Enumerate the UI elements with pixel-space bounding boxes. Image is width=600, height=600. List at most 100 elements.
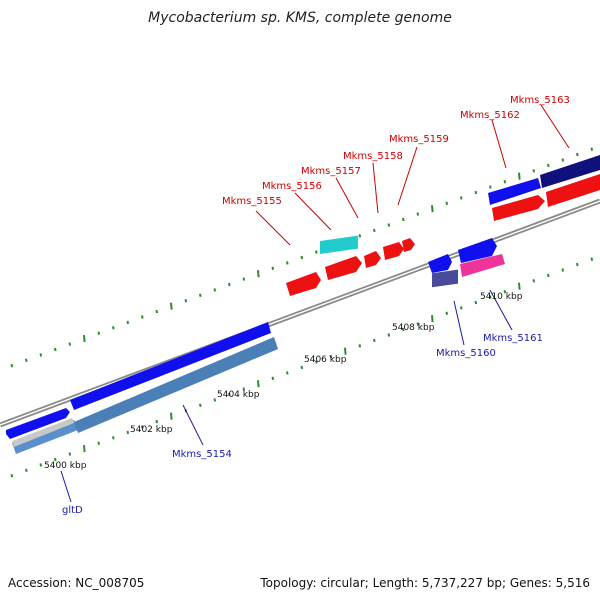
- tick-mark: [242, 387, 246, 391]
- tick-mark: [358, 234, 362, 238]
- cds-block[interactable]: [402, 238, 415, 252]
- gene-label-mkms-5162[interactable]: Mkms_5162: [460, 110, 520, 121]
- tick-mark: [576, 262, 579, 267]
- cds-block[interactable]: [540, 155, 600, 188]
- tick-mark: [213, 288, 217, 292]
- tick-mark: [170, 412, 173, 420]
- tick-mark: [25, 468, 28, 472]
- tick-mark: [170, 302, 173, 310]
- tick-mark: [431, 315, 434, 323]
- tick-mark: [126, 320, 130, 325]
- scale-label: 5402 kbp: [130, 425, 173, 435]
- tick-mark: [532, 169, 536, 173]
- tick-mark: [155, 419, 159, 424]
- tick-mark: [315, 250, 318, 254]
- tick-mark: [547, 273, 550, 278]
- tick-mark: [300, 365, 304, 370]
- gene-label-mkms-5161[interactable]: Mkms_5161: [483, 333, 543, 344]
- tick-mark: [228, 282, 231, 287]
- tick-rows: [10, 147, 594, 478]
- cds-block[interactable]: [492, 195, 545, 221]
- gene-label-mkms-5158[interactable]: Mkms_5158: [343, 151, 403, 162]
- gene-labels: gltD Mkms_5154 Mkms_5155 Mkms_5156 Mkms_…: [62, 95, 570, 516]
- tick-mark: [68, 452, 72, 456]
- scale-label: 5410 kbp: [480, 292, 523, 302]
- tick-mark: [141, 315, 144, 319]
- cds-block[interactable]: [74, 337, 278, 433]
- cds-block[interactable]: [428, 254, 452, 273]
- tick-mark: [489, 295, 492, 299]
- tick-mark: [39, 353, 43, 357]
- cds-block[interactable]: [458, 238, 497, 263]
- cds-block[interactable]: [320, 235, 358, 255]
- tick-mark: [213, 398, 217, 402]
- feature-blocks: [6, 155, 600, 454]
- tick-mark: [141, 425, 144, 429]
- cds-block[interactable]: [6, 408, 70, 439]
- tick-mark: [83, 445, 86, 453]
- tick-mark: [489, 185, 492, 189]
- cds-block[interactable]: [383, 242, 404, 260]
- tick-mark: [387, 333, 391, 337]
- tick-mark: [402, 217, 405, 222]
- gene-label-mkms-5156[interactable]: Mkms_5156: [262, 181, 322, 192]
- gene-label-mkms-5155[interactable]: Mkms_5155: [222, 196, 282, 207]
- cds-block[interactable]: [286, 272, 321, 296]
- tick-mark: [518, 172, 521, 180]
- cds-block[interactable]: [12, 420, 78, 454]
- cds-block[interactable]: [546, 174, 600, 207]
- tick-mark: [25, 358, 28, 362]
- cds-block[interactable]: [325, 256, 362, 280]
- tick-mark: [286, 371, 289, 375]
- tick-mark: [228, 392, 231, 397]
- tick-mark: [402, 327, 405, 332]
- gene-label-mkms-5159[interactable]: Mkms_5159: [389, 134, 449, 145]
- genome-summary-text: Topology: circular; Length: 5,737,227 bp…: [260, 576, 590, 590]
- tick-mark: [54, 347, 57, 352]
- gene-label-mkms-5163[interactable]: Mkms_5163: [510, 95, 570, 106]
- tick-mark: [387, 223, 391, 227]
- scale-label: 5404 kbp: [217, 390, 260, 400]
- tick-mark: [576, 152, 579, 157]
- tick-mark: [561, 268, 565, 272]
- tick-mark: [184, 299, 188, 303]
- tick-mark: [373, 228, 376, 233]
- gene-label-mkms-5157[interactable]: Mkms_5157: [301, 166, 361, 177]
- tick-mark: [286, 261, 289, 265]
- tick-mark: [503, 290, 507, 294]
- tick-mark: [416, 322, 420, 326]
- tick-mark: [112, 436, 115, 440]
- gene-label-mkms-5154[interactable]: Mkms_5154: [172, 449, 232, 460]
- tick-mark: [503, 180, 507, 184]
- cds-block[interactable]: [432, 269, 458, 288]
- gene-label-mkms-5160[interactable]: Mkms_5160: [436, 348, 496, 359]
- accession-text: Accession: NC_008705: [8, 576, 145, 590]
- cds-block[interactable]: [488, 178, 541, 205]
- cds-block[interactable]: [12, 418, 74, 447]
- tick-mark: [300, 255, 304, 260]
- tick-mark: [257, 270, 260, 278]
- tick-mark: [155, 309, 159, 314]
- tick-mark: [97, 331, 101, 335]
- scale-label: 5400 kbp: [44, 461, 87, 471]
- tick-mark: [83, 335, 86, 343]
- cds-block[interactable]: [364, 251, 381, 268]
- tick-mark: [344, 347, 347, 355]
- tick-mark: [10, 364, 14, 368]
- scale-label: 5408 kbp: [392, 323, 435, 333]
- tick-mark: [373, 338, 376, 343]
- gene-label-gltD[interactable]: gltD: [62, 505, 83, 516]
- map-title: Mycobacterium sp. KMS, complete genome: [148, 10, 452, 26]
- tick-mark: [10, 474, 14, 478]
- tick-mark: [590, 147, 594, 151]
- tick-mark: [112, 326, 115, 330]
- tick-mark: [431, 205, 434, 213]
- cds-block[interactable]: [460, 254, 505, 277]
- scale-label: 5406 kbp: [304, 355, 347, 365]
- tick-mark: [474, 300, 478, 305]
- cds-block[interactable]: [70, 322, 271, 410]
- tick-mark: [460, 196, 463, 200]
- tick-mark: [54, 457, 57, 462]
- tick-mark: [547, 163, 550, 168]
